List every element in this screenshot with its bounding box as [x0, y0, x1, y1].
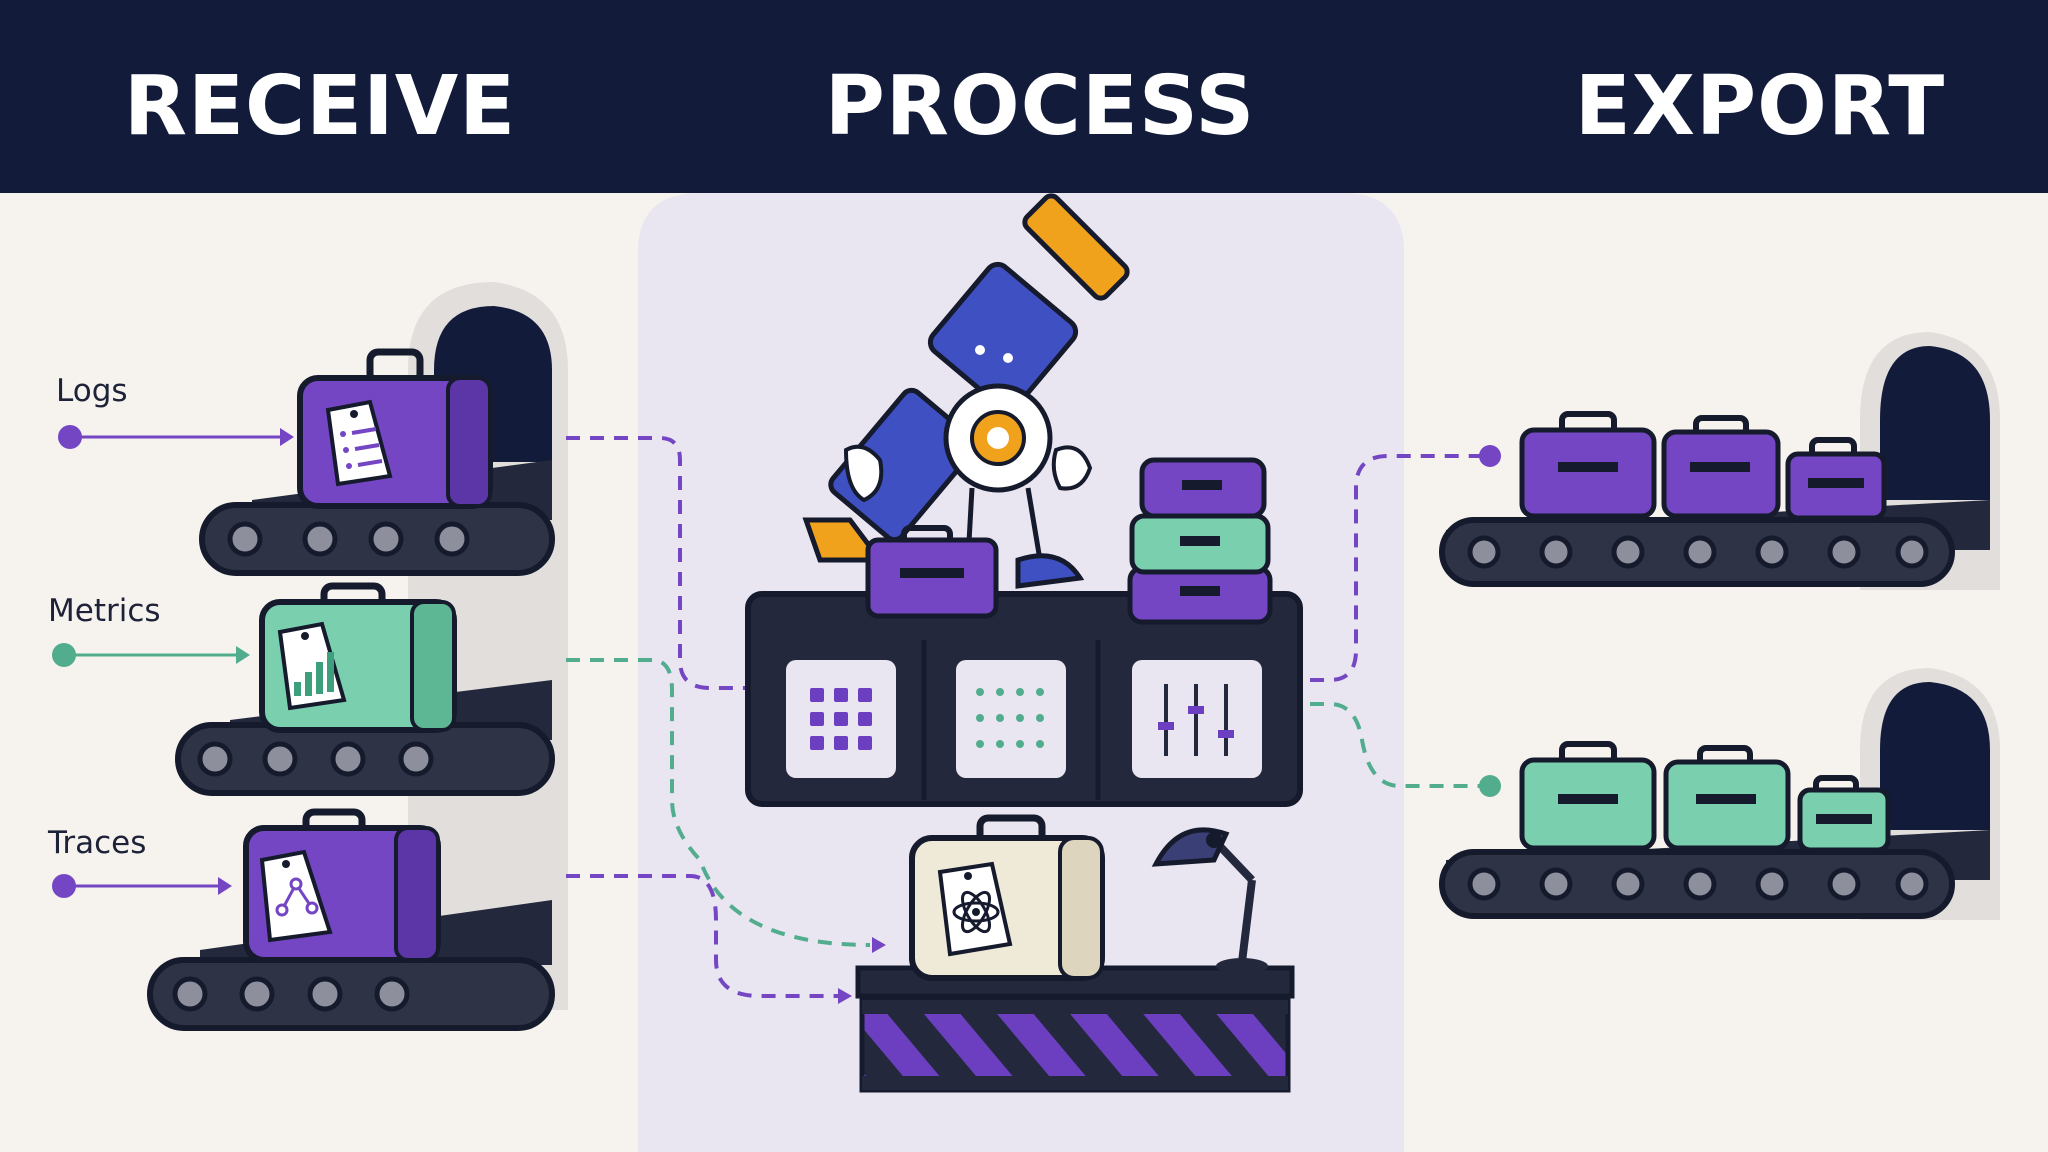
processing-console: [745, 591, 1303, 807]
atom-tag-icon: [937, 861, 1013, 957]
suitcase-logs: [297, 348, 493, 509]
input-traces: Traces: [47, 825, 232, 898]
flow-paths: [566, 436, 1480, 1004]
bar-chart-tag-icon: [277, 621, 347, 711]
input-metrics: Metrics: [48, 593, 250, 667]
input-label-traces: Traces: [47, 825, 146, 861]
output-dot-bottom: [1479, 775, 1501, 797]
input-label-metrics: Metrics: [48, 593, 161, 629]
dots-panel-icon: [956, 660, 1066, 778]
stage-title-process: PROCESS: [824, 59, 1256, 154]
robot-mascot-icon: [802, 193, 1130, 589]
inspection-table: [855, 965, 1295, 1093]
suitcase-stack: [1127, 457, 1273, 625]
input-label-logs: Logs: [56, 373, 128, 409]
suitcase-metrics: [259, 582, 457, 733]
list-tag-icon: [325, 399, 393, 487]
input-logs: Logs: [56, 373, 294, 449]
desk-lamp-icon: [1151, 827, 1268, 974]
export-suitcases-green: [1519, 741, 1891, 853]
grid-panel-icon: [786, 660, 896, 778]
suitcase-inspect: [909, 814, 1105, 981]
stage-title-export: EXPORT: [1574, 59, 1946, 154]
header-bar: RECEIVE PROCESS EXPORT: [0, 0, 2048, 193]
suitcase-robot: [865, 525, 999, 619]
suitcase-traces: [243, 808, 441, 963]
sliders-panel-icon: [1132, 660, 1262, 778]
output-dot-top: [1479, 445, 1501, 467]
stage-title-receive: RECEIVE: [123, 59, 517, 154]
export-suitcases-purple: [1519, 411, 1887, 521]
graph-nodes-tag-icon: [259, 849, 333, 943]
